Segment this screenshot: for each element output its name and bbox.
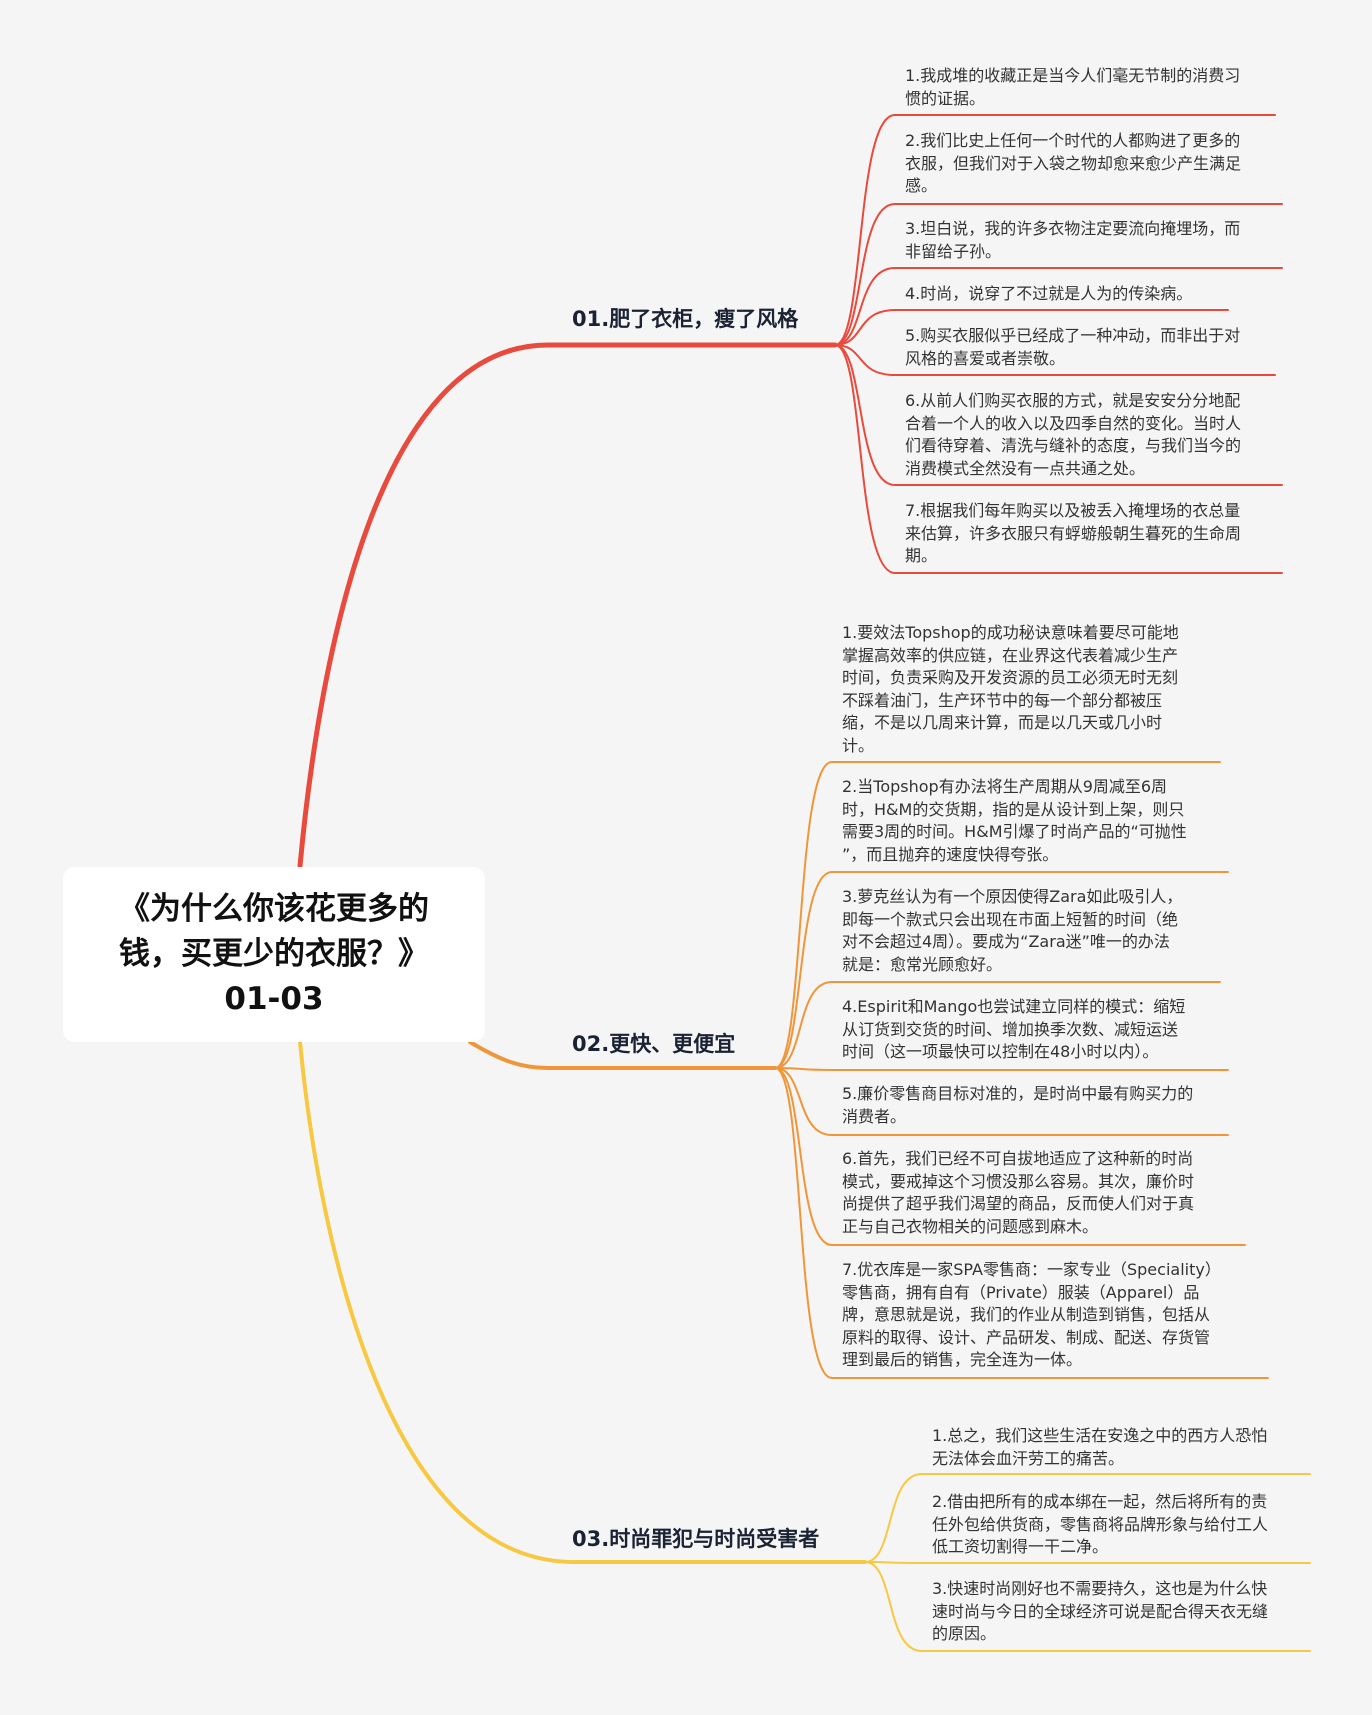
branch-2-label[interactable]: 02.更快、更便宜	[572, 1032, 736, 1056]
branch-2-connector-7	[774, 1067, 1269, 1379]
trunk-branch-1	[297, 342, 838, 869]
branch-2-item-7[interactable]: 7.优衣库是一家SPA零售商：一家专业（Speciality） 零售商，拥有自有…	[842, 1260, 1221, 1369]
branch-3-connector-2	[864, 1561, 1311, 1564]
central-topic-title: 《为什么你该花更多的 钱，买更少的衣服？》 01-03	[119, 891, 429, 1017]
branch-1-connector-7	[834, 344, 1283, 574]
branch-3-label[interactable]: 03.时尚罪犯与时尚受害者	[572, 1527, 820, 1551]
branch-1-connector-3	[834, 267, 1283, 346]
branch-2-item-4[interactable]: 4.Espirit和Mango也尝试建立同样的模式：缩短 从订货到交货的时间、增…	[842, 997, 1186, 1061]
branch-1-item-3[interactable]: 3.坦白说，我的许多衣物注定要流向掩埋场，而 非留给子孙。	[905, 219, 1241, 261]
branch-2-connector-2	[774, 871, 1229, 1069]
branch-1-item-6[interactable]: 6.从前人们购买衣服的方式，就是安安分分地配 合着一个人的收入以及四季自然的变化…	[905, 391, 1242, 478]
branch-1-item-4[interactable]: 4.时尚，说穿了不过就是人为的传染病。	[905, 284, 1193, 303]
branch-1-connector-4	[834, 309, 1229, 346]
branch-1-label[interactable]: 01.肥了衣柜，瘦了风格	[572, 307, 799, 331]
branch-3-connector-3	[864, 1561, 1311, 1652]
branch-2-connector-5	[774, 1067, 1229, 1136]
branch-3-item-2[interactable]: 2.借由把所有的成本绑在一起，然后将所有的责 任外包给供货商，零售商将品牌形象与…	[932, 1492, 1269, 1556]
branch-1-item-7[interactable]: 7.根据我们每年购买以及被丢入掩埋场的衣总量 来估算，许多衣服只有蜉蝣般朝生暮死…	[905, 501, 1242, 565]
branch-1-connector-1	[834, 114, 1276, 346]
branch-1-item-1[interactable]: 1.我成堆的收藏正是当今人们毫无节制的消费习 惯的证据。	[905, 66, 1241, 108]
branch-1-connector-5	[834, 344, 1276, 376]
branch-2-item-5[interactable]: 5.廉价零售商目标对准的，是时尚中最有购买力的 消费者。	[842, 1084, 1194, 1126]
branch-2-item-3[interactable]: 3.萝克丝认为有一个原因使得Zara如此吸引人， 即每一个款式只会出现在市面上短…	[842, 887, 1183, 974]
branch-1-item-2[interactable]: 2.我们比史上任何一个时代的人都购进了更多的 衣服，但我们对于入袋之物却愈来愈少…	[905, 131, 1242, 195]
central-topic[interactable]: 《为什么你该花更多的 钱，买更少的衣服？》 01-03	[63, 867, 485, 1042]
branch-2-item-6[interactable]: 6.首先，我们已经不可自拔地适应了这种新的时尚 模式，要戒掉这个习惯没那么容易。…	[842, 1149, 1195, 1236]
branch-1-connector-2	[834, 203, 1283, 346]
branch-1-connector-6	[834, 344, 1283, 486]
branch-2-connector-3	[774, 981, 1221, 1069]
branch-2-connector-6	[774, 1067, 1246, 1246]
branch-3-connector-1	[864, 1473, 1311, 1563]
branch-2-connector-1	[774, 761, 1221, 1069]
branch-2-item-1[interactable]: 1.要效法Topshop的成功秘诀意味着要尽可能地 掌握高效率的供应链，在业界这…	[842, 623, 1179, 755]
branch-3-item-3[interactable]: 3.快速时尚刚好也不需要持久，这也是为什么快 速时尚与今日的全球经济可说是配合得…	[932, 1579, 1269, 1643]
trunk-branch-2	[468, 1040, 777, 1070]
branch-2-item-2[interactable]: 2.当Topshop有办法将生产周期从9周减至6周 时，H&M的交货期，指的是从…	[842, 777, 1187, 864]
trunk-branch-3	[298, 1040, 867, 1564]
branch-3-item-1[interactable]: 1.总之，我们这些生活在安逸之中的西方人恐怕 无法体会血汗劳工的痛苦。	[932, 1426, 1268, 1468]
branch-2-connector-4	[774, 1067, 1229, 1071]
branch-1-item-5[interactable]: 5.购买衣服似乎已经成了一种冲动，而非出于对 风格的喜爱或者崇敬。	[905, 326, 1241, 368]
